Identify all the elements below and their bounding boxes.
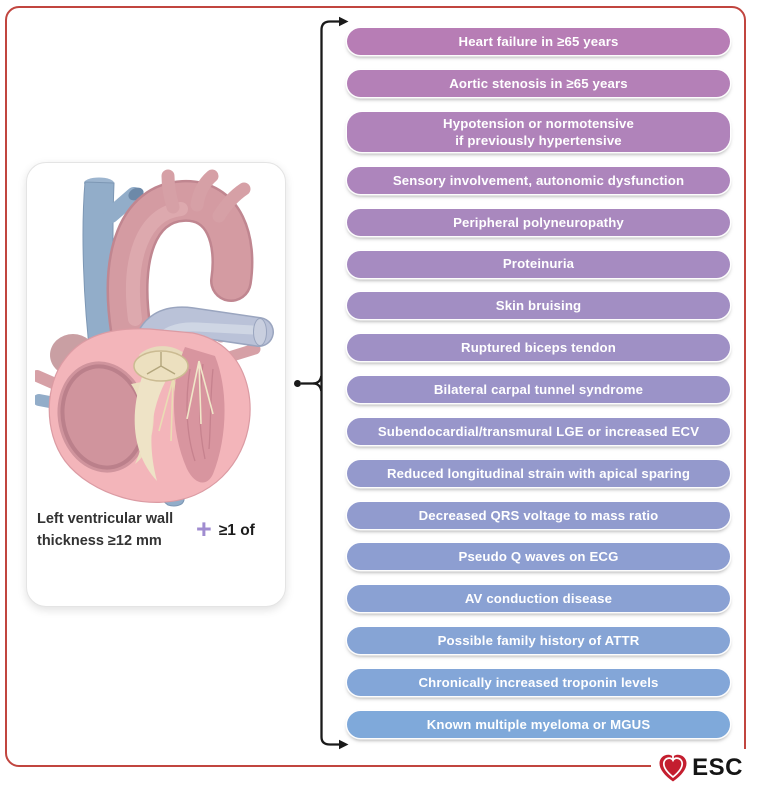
criterion-pill: Subendocardial/transmural LGE or increas… [347,417,730,445]
heart-illustration [35,169,274,507]
criterion-pill: Bilateral carpal tunnel syndrome [347,376,730,404]
card-caption: Left ventricular wall thickness ≥12 mm +… [37,509,275,553]
wall-thickness-text: Left ventricular wall thickness ≥12 mm [37,509,189,553]
criterion-label: Subendocardial/transmural LGE or increas… [377,423,700,439]
criterion-label: Possible family history of ATTR [437,633,640,649]
criterion-label: Pseudo Q waves on ECG [458,549,619,565]
criterion-label: Sensory involvement, autonomic dysfuncti… [392,172,685,188]
criterion-label: Heart failure in ≥65 years [458,33,619,49]
esc-logo: ESC [651,749,749,787]
figure-border [5,6,746,767]
criterion-label: Proteinuria [502,256,575,272]
criteria-list: Heart failure in ≥65 years Aortic stenos… [347,28,730,738]
criterion-pill: Heart failure in ≥65 years [347,28,730,55]
criterion-label: Reduced longitudinal strain with apical … [386,465,691,481]
criteria-card: Left ventricular wall thickness ≥12 mm +… [26,162,286,607]
criterion-pill: Decreased QRS voltage to mass ratio [347,501,730,529]
criterion-label: Peripheral polyneuropathy [453,214,624,230]
criterion-pill: Pseudo Q waves on ECG [347,543,730,571]
criterion-pill: Sensory involvement, autonomic dysfuncti… [347,166,730,194]
criterion-pill: Possible family history of ATTR [347,627,730,655]
criterion-label: Decreased QRS voltage to mass ratio [418,507,659,523]
criterion-pill: Chronically increased troponin levels [347,668,730,696]
criterion-label: AV conduction disease [464,591,613,607]
criterion-pill: Proteinuria [347,250,730,278]
criterion-label: Ruptured biceps tendon [461,340,616,356]
criterion-pill: AV conduction disease [347,585,730,613]
criterion-pill: Ruptured biceps tendon [347,334,730,362]
criterion-pill: Reduced longitudinal strain with apical … [347,459,730,487]
criterion-label: Known multiple myeloma or MGUS [426,716,651,732]
caption-line1: Left ventricular wall [37,511,174,527]
criterion-label: Chronically increased troponin levels [418,674,659,690]
criterion-label: Skin bruising [495,298,582,314]
esc-heart-icon [659,753,687,782]
caption-line2: thickness ≥12 mm [37,532,162,549]
criterion-pill: Aortic stenosis in ≥65 years [347,69,730,97]
criterion-pill: Hypotension or normotensive if previousl… [347,111,730,152]
criterion-label: Aortic stenosis in ≥65 years [449,75,628,91]
plus-symbol: + [196,514,212,545]
criterion-pill: Peripheral polyneuropathy [347,208,730,236]
criterion-pill: Known multiple myeloma or MGUS [347,710,730,738]
criterion-label: Bilateral carpal tunnel syndrome [433,381,644,397]
condition-text: ≥1 of [218,521,255,539]
esc-logo-text: ESC [692,754,743,781]
criterion-label: Hypotension or normotensive if previousl… [443,115,634,148]
criterion-pill: Skin bruising [347,292,730,320]
